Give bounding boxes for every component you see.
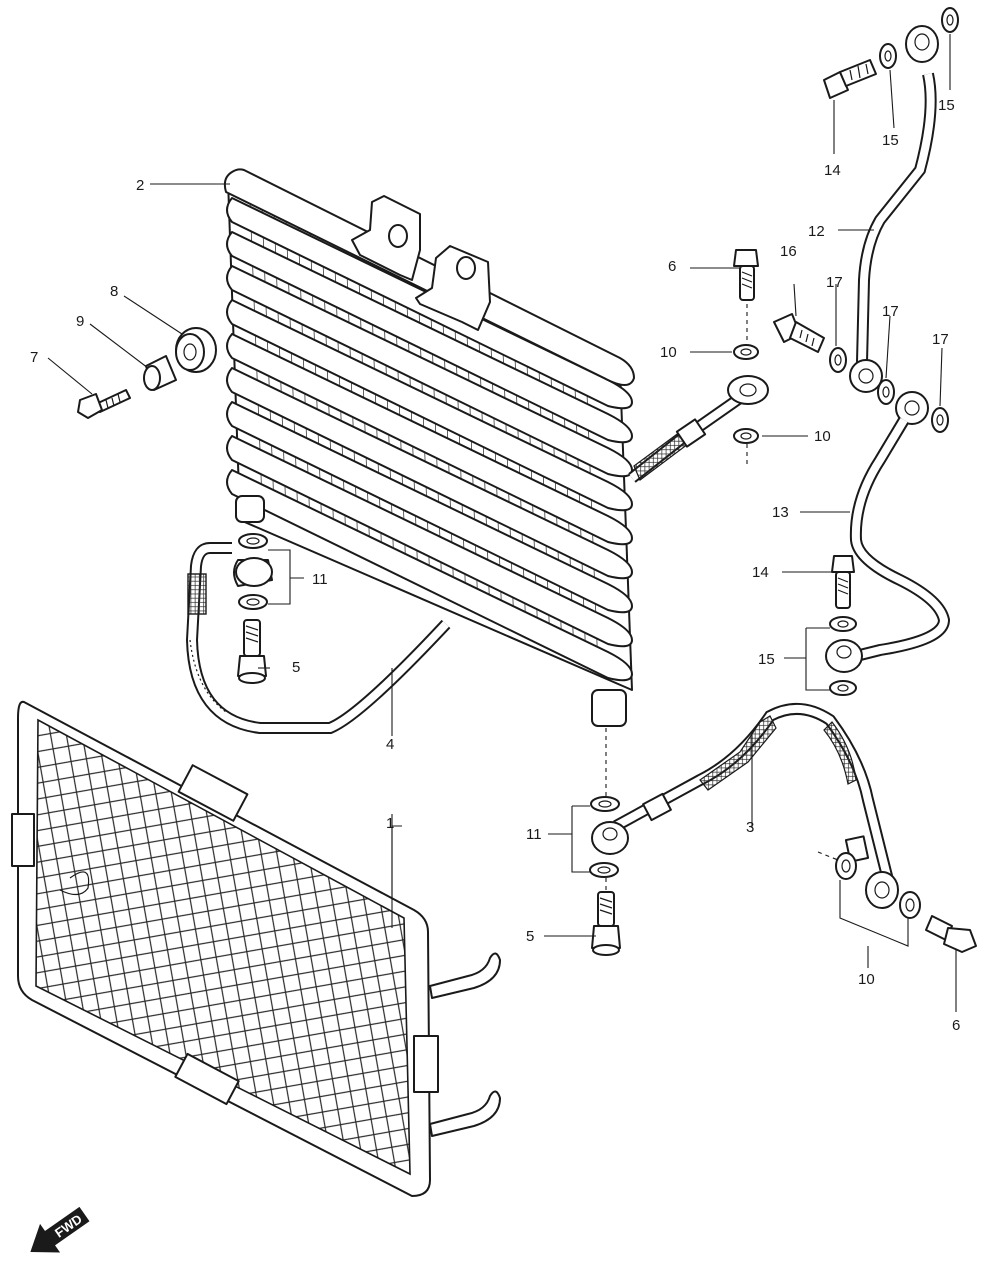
callout-15-c: 15 (758, 651, 775, 668)
callout-9: 9 (76, 313, 84, 330)
leader-lines (47, 34, 957, 1012)
assembly-axes (605, 304, 839, 892)
callout-8: 8 (110, 283, 118, 300)
mount-collar-9 (143, 355, 177, 391)
bolt-16 (773, 313, 825, 353)
callout-10-lower: 10 (858, 971, 875, 988)
callout-4: 4 (386, 736, 394, 753)
callout-17-a: 17 (826, 274, 843, 291)
callout-1: 1 (386, 815, 394, 832)
callout-6-lower: 6 (952, 1017, 960, 1034)
callout-13: 13 (772, 504, 789, 521)
callout-17-b: 17 (882, 303, 899, 320)
banjo-fitting-upper-left (233, 533, 273, 610)
callout-labels: 2 1 4 3 5 5 7 9 8 11 11 6 6 10 10 10 16 … (30, 97, 960, 1034)
callout-2: 2 (136, 177, 144, 194)
callout-5-upper: 5 (292, 659, 300, 676)
mount-bolt-7 (77, 389, 131, 419)
oil-hose-4 (185, 542, 451, 734)
callout-11-upper: 11 (312, 571, 328, 588)
banjo-fitting-15-lower (825, 616, 863, 696)
callout-7: 7 (30, 349, 38, 366)
callout-5-lower: 5 (526, 928, 534, 945)
fwd-arrow-icon: FWD (30, 1206, 90, 1253)
washer-10-upper (733, 344, 759, 444)
oil-hose-upper-right (628, 375, 769, 483)
bolt-14-top (823, 59, 877, 99)
callout-15-b: 15 (938, 97, 955, 114)
callout-6-upper: 6 (668, 258, 676, 275)
callout-12: 12 (808, 223, 825, 240)
cooler-grille (11, 700, 501, 1197)
cooler-bracket-left (351, 195, 421, 281)
callout-15-a: 15 (882, 132, 899, 149)
washers-17 (829, 347, 949, 433)
oil-pipe-12 (849, 25, 939, 393)
oil-hose-3 (613, 702, 894, 882)
callout-16: 16 (780, 243, 797, 260)
banjo-bolt-lower (591, 891, 621, 956)
washers-15-top (879, 7, 959, 69)
cooler-inlet-stub (235, 495, 265, 523)
callout-10-upper: 10 (660, 344, 677, 361)
callout-11-lower: 11 (526, 826, 542, 843)
callout-10-mid: 10 (814, 428, 831, 445)
banjo-bolt-right-lower (925, 915, 977, 953)
banjo-fitting-hose3-end (835, 852, 921, 919)
mount-grommet-8 (175, 327, 217, 373)
banjo-bolt-6-upper (733, 249, 759, 301)
cooler-top-cap (223, 168, 635, 386)
bolt-14-mid (831, 555, 855, 609)
callout-3: 3 (746, 819, 754, 836)
callout-17-c: 17 (932, 331, 949, 348)
oil-pipe-13 (849, 391, 951, 662)
callout-14-top: 14 (824, 162, 841, 179)
oil-cooler-core (223, 168, 635, 727)
cooler-outlet-stub (591, 689, 627, 727)
banjo-fitting-lower (589, 796, 629, 878)
callout-14-mid: 14 (752, 564, 769, 581)
banjo-bolt-upper-left (237, 619, 267, 684)
